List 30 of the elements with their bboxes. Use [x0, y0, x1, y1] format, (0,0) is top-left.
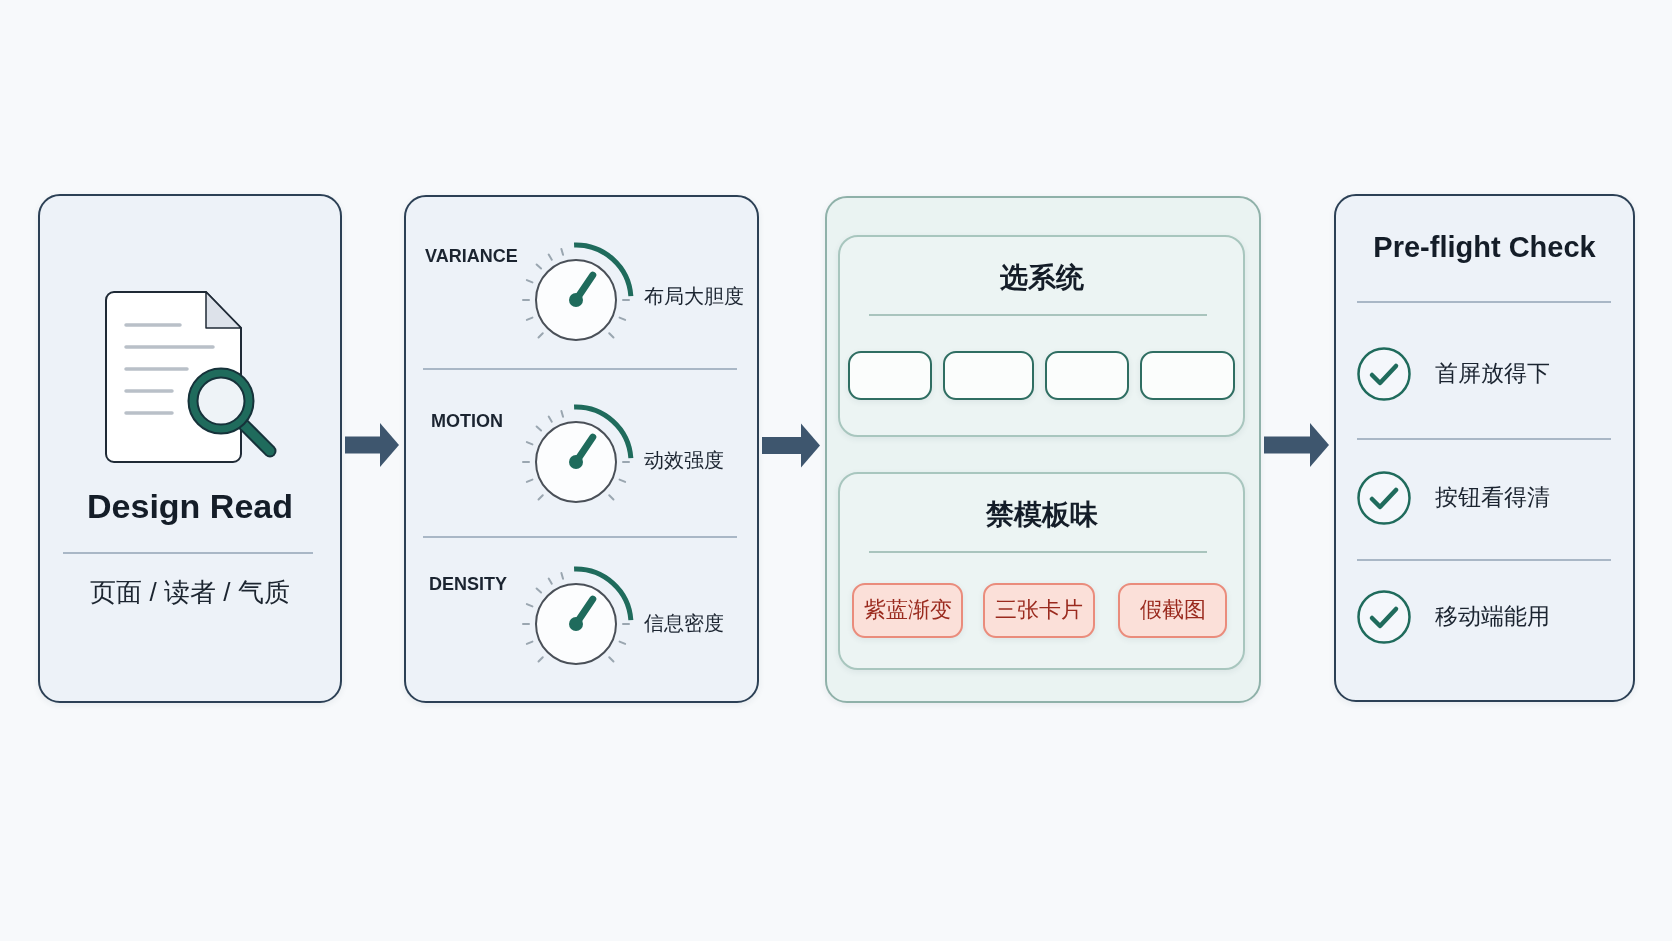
arrow [1264, 423, 1329, 467]
checklist-item: 首屏放得下 [1435, 359, 1550, 388]
knob-name: DENSITY [429, 574, 507, 596]
step-panel [1334, 194, 1635, 702]
knob-name: VARIANCE [425, 246, 518, 268]
knob-caption: 信息密度 [644, 611, 724, 636]
group-panel [838, 235, 1245, 437]
arrow [762, 423, 820, 468]
checklist-item: 按钮看得清 [1435, 483, 1550, 512]
knob-caption: 布局大胆度 [644, 284, 744, 309]
step-panel [825, 196, 1261, 703]
group-panel [838, 472, 1245, 670]
avoid-tag: 假截图 [1118, 583, 1227, 638]
knob-caption: 动效强度 [644, 448, 724, 473]
avoid-tag: 紫蓝渐变 [852, 583, 963, 638]
panel-title: Design Read [87, 486, 293, 527]
panel-title: Pre-flight Check [1373, 230, 1596, 265]
step-panel [404, 195, 759, 703]
knob-name: MOTION [431, 411, 503, 433]
option-chip [943, 351, 1034, 400]
checklist-item: 移动端能用 [1435, 602, 1550, 631]
group-title: 禁模板味 [985, 498, 1098, 532]
avoid-tag: 三张卡片 [983, 583, 1095, 638]
option-chip [1140, 351, 1235, 400]
group-title: 选系统 [999, 261, 1084, 295]
option-chip [848, 351, 932, 400]
panel-subtitle: 页面 / 读者 / 气质 [90, 576, 290, 609]
step-panel [38, 194, 342, 703]
option-chip [1045, 351, 1129, 400]
arrow [345, 423, 399, 467]
